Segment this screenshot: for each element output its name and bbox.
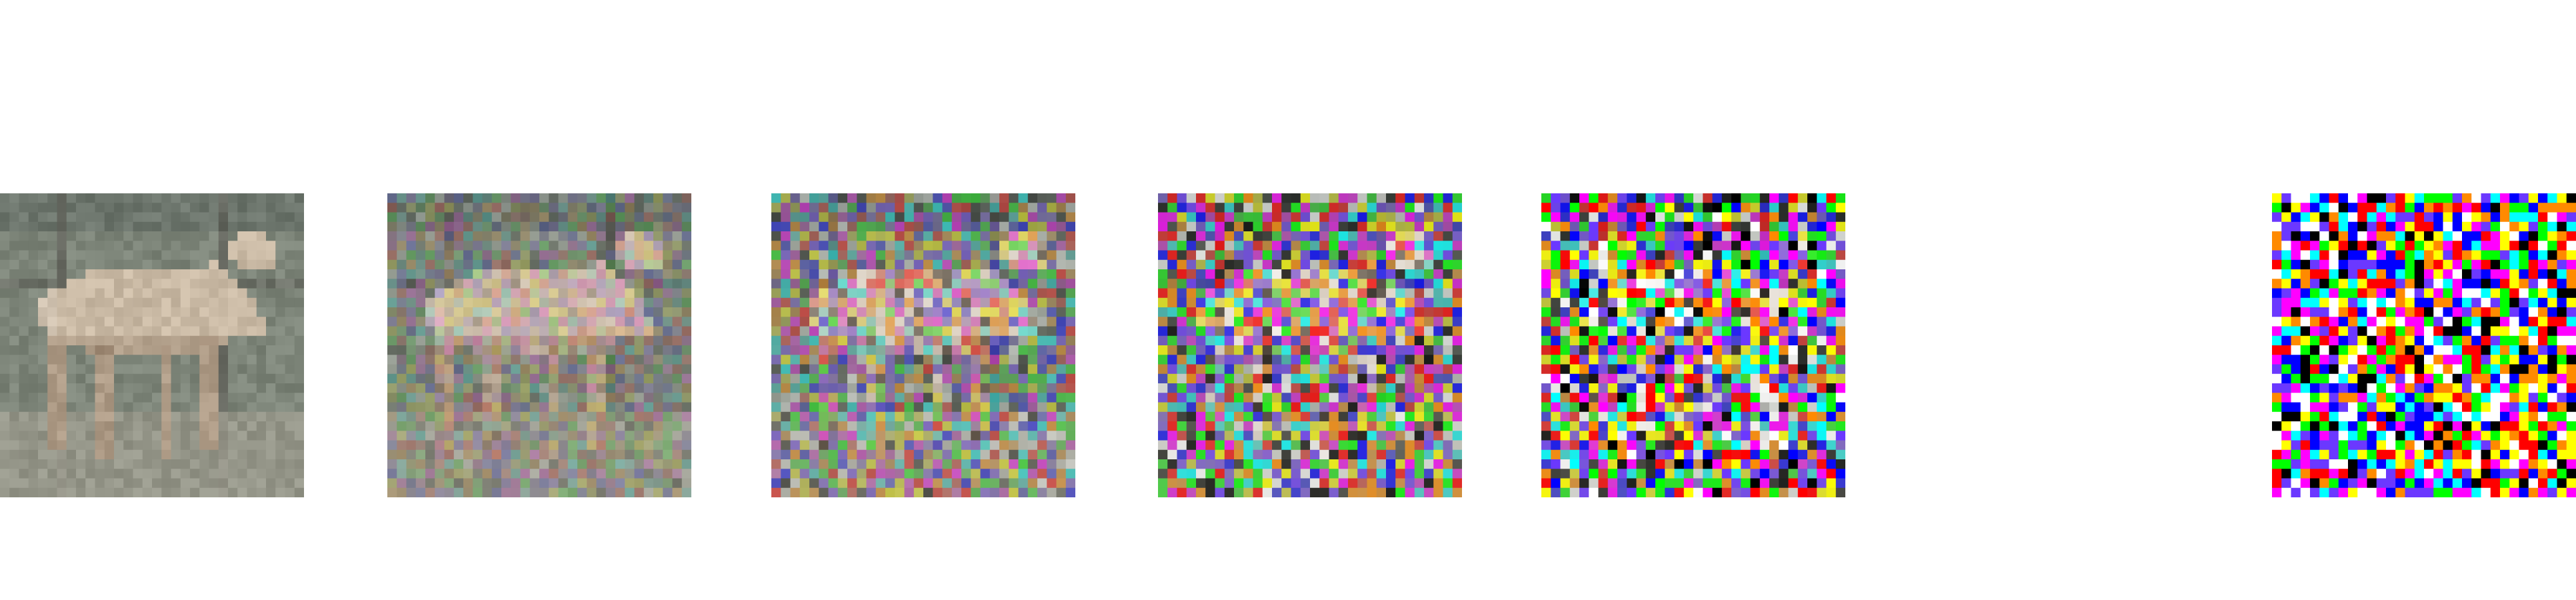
noise-image-x2 [771, 193, 1075, 497]
noise-image-x1 [387, 193, 691, 497]
frame-noise-step-4 [1541, 193, 1845, 497]
noise-image-xT [2272, 193, 2576, 497]
noise-image-x4 [1541, 193, 1845, 497]
frame-clean-image [0, 193, 304, 497]
frame-noise-step-3 [1158, 193, 1462, 497]
frame-noise-step-1 [387, 193, 691, 497]
noise-image-x3 [1158, 193, 1462, 497]
frame-noise-step-2 [771, 193, 1075, 497]
frame-pure-noise [2272, 193, 2576, 497]
noise-image-x0 [0, 193, 304, 497]
